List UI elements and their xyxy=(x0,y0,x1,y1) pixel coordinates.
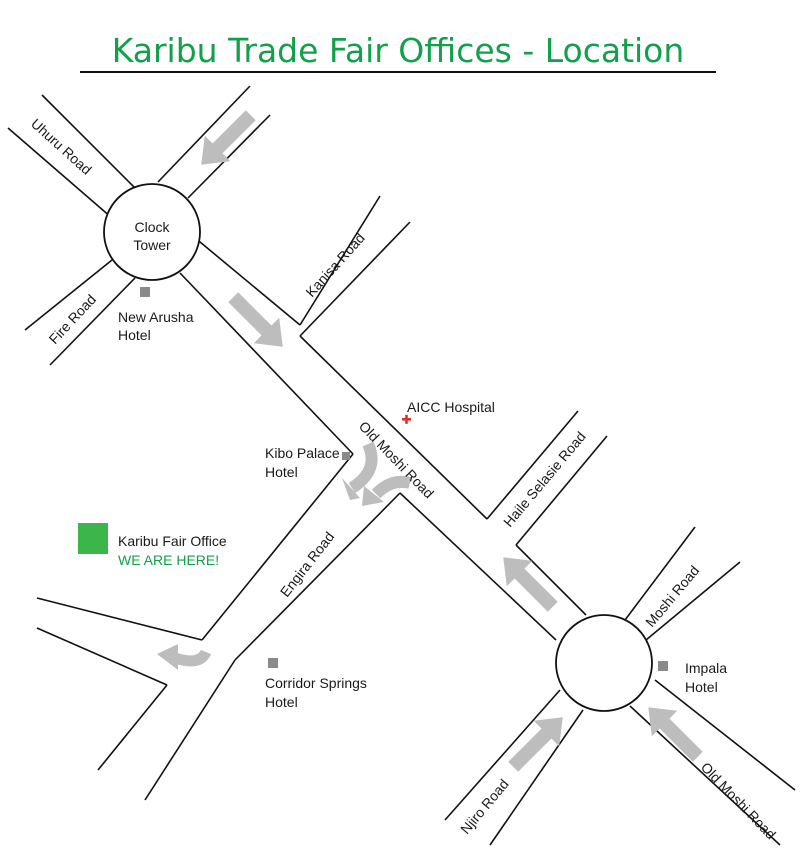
direction-arrow-icon xyxy=(362,486,384,506)
engira-lower-edge-a xyxy=(97,684,168,771)
engira-bend-edge-b xyxy=(36,627,168,686)
clock-tower-label-2: Tower xyxy=(133,237,171,253)
page-title: Karibu Trade Fair Offices - Location xyxy=(112,31,685,70)
kibo-palace-label-2: Hotel xyxy=(265,464,298,480)
direction-arrow-icon xyxy=(201,110,256,165)
hotel-marker-icon xyxy=(268,658,278,668)
kanisa-road-edge-b xyxy=(299,221,411,337)
kibo-palace-label-1: Kibo Palace xyxy=(265,445,340,461)
aicc-hospital-label: AICC Hospital xyxy=(407,399,495,415)
direction-arrows xyxy=(157,110,703,772)
old-moshi-edge-north-1 xyxy=(299,335,488,520)
ne-road-edge-a xyxy=(157,85,251,183)
moshi-roundabout xyxy=(555,614,653,712)
kanisa-road-edge-a xyxy=(299,195,381,326)
office-name-label: Karibu Fair Office xyxy=(118,533,227,549)
road-label-old-moshi-lower: Old Moshi Road xyxy=(698,759,779,842)
old-moshi-edge-south-1 xyxy=(179,272,354,455)
engira-road-edge-b xyxy=(234,492,401,661)
impala-label-2: Hotel xyxy=(685,679,718,695)
road-label-kanisa: Kanisa Road xyxy=(302,230,368,300)
uhuru-road-edge-a xyxy=(41,94,138,191)
hotel-marker-icon xyxy=(140,287,150,297)
uhuru-road-edge-b xyxy=(7,127,113,219)
hospital-cross-icon xyxy=(402,414,411,424)
road-label-fire: Fire Road xyxy=(45,291,99,347)
fire-road-edge-a xyxy=(24,259,113,331)
haile-selasie-edge-a xyxy=(486,410,579,520)
direction-arrow-icon xyxy=(648,707,703,762)
road-label-engira: Engira Road xyxy=(277,529,338,600)
ne-road-edge-b xyxy=(187,114,271,199)
clock-tower-label-1: Clock xyxy=(134,219,170,235)
engira-bend-edge-a xyxy=(36,597,203,641)
moshi-road-edge-b xyxy=(645,561,741,641)
hotel-marker-icon xyxy=(658,661,668,671)
road-network xyxy=(7,85,796,846)
clock-tower-roundabout xyxy=(103,183,201,281)
corridor-springs-label-1: Corridor Springs xyxy=(265,675,367,691)
fire-road-edge-b xyxy=(49,277,136,366)
curve-arrow-b xyxy=(371,475,412,499)
new-arusha-label-2: Hotel xyxy=(118,327,151,343)
we-are-here-label: WE ARE HERE! xyxy=(118,552,219,568)
haile-selasie-edge-b xyxy=(515,435,608,546)
direction-arrow-icon xyxy=(342,478,360,500)
road-label-uhuru: Uhuru Road xyxy=(28,115,95,177)
clock-se-edge-north xyxy=(193,236,301,326)
njiro-road-edge-b xyxy=(489,709,584,846)
impala-label-1: Impala xyxy=(685,660,727,676)
old-moshi-edge-south-2 xyxy=(399,492,557,641)
direction-arrow-icon xyxy=(157,644,178,670)
moshi-road-edge-a xyxy=(624,526,696,621)
curve-arrow-c xyxy=(173,649,212,667)
engira-road-edge-a xyxy=(201,453,354,641)
direction-arrow-icon xyxy=(508,717,563,772)
road-label-moshi: Moshi Road xyxy=(642,562,702,630)
old-moshi-edge-north-2 xyxy=(515,544,587,616)
old-moshi-lower-edge-b xyxy=(654,679,796,791)
hotel-marker-icon xyxy=(342,452,350,460)
road-label-haile-selasie: Haile Selasie Road xyxy=(500,428,589,530)
office-marker-icon xyxy=(78,523,108,554)
direction-arrow-icon xyxy=(503,557,558,612)
njiro-road-edge-a xyxy=(444,689,561,821)
engira-lower-edge-b xyxy=(144,659,236,801)
direction-arrow-icon xyxy=(228,292,283,347)
curve-arrow-a xyxy=(348,441,378,494)
corridor-springs-label-2: Hotel xyxy=(265,694,298,710)
road-label-njiro: Njiro Road xyxy=(457,776,512,837)
new-arusha-label-1: New Arusha xyxy=(118,309,194,325)
